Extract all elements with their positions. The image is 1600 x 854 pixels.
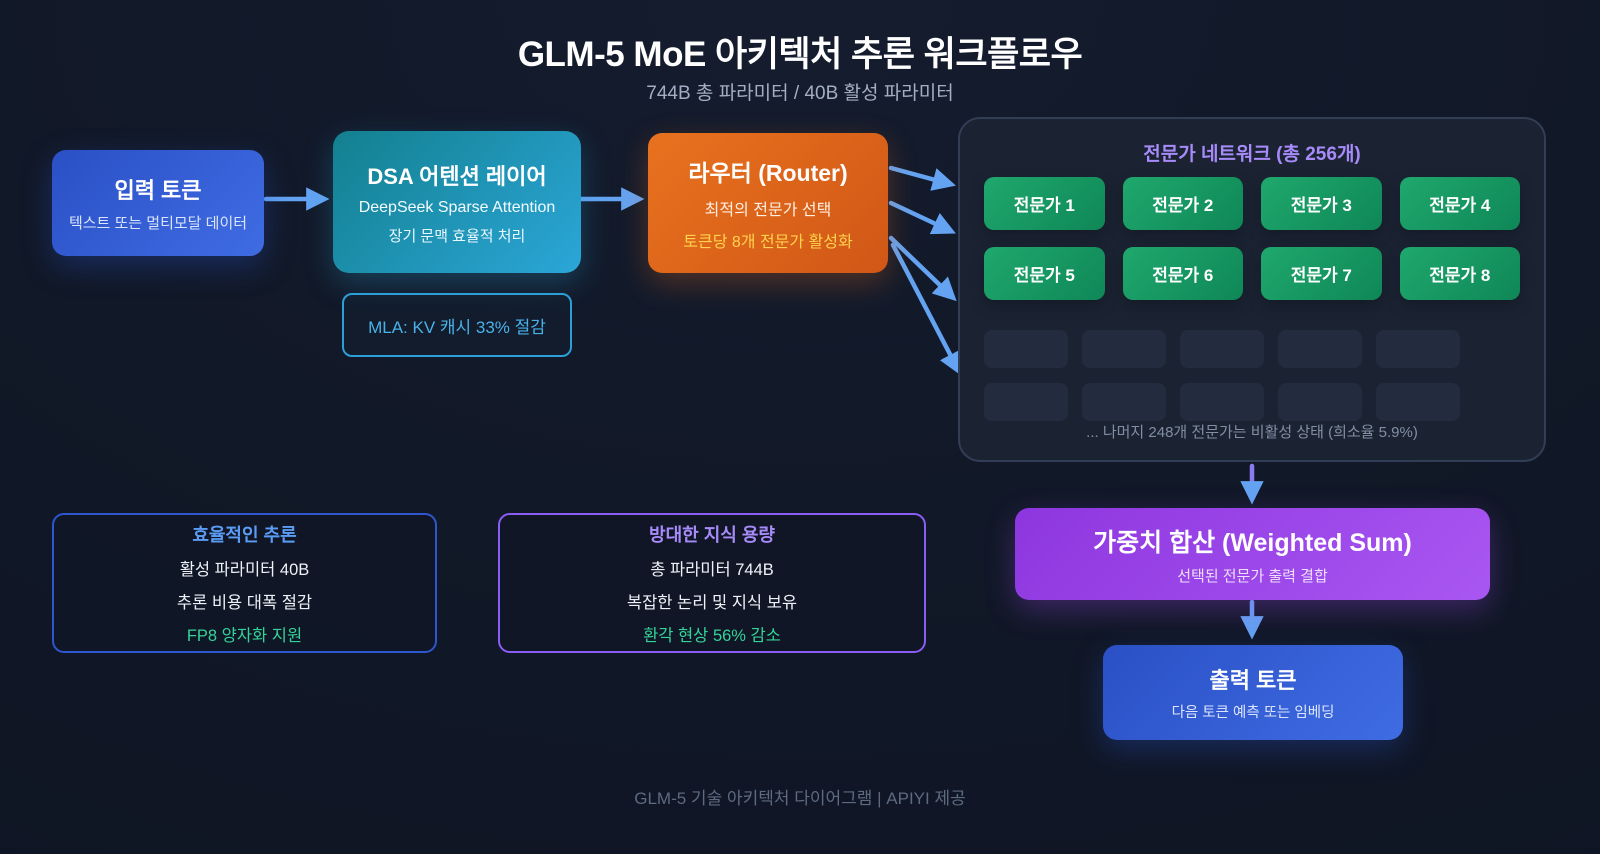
router-title: 라우터 (Router) xyxy=(688,160,848,186)
info-card-efficient-inference: 효율적인 추론 활성 파라미터 40B 추론 비용 대폭 절감 FP8 양자화 … xyxy=(52,513,437,653)
arrow-router-to-experts-3 xyxy=(888,235,957,302)
info-card-1-highlight: FP8 양자화 지원 xyxy=(186,626,303,645)
inactive-expert-box xyxy=(1278,330,1362,368)
info-card-2-line1: 총 파라미터 744B xyxy=(650,560,774,579)
router-line1: 최적의 전문가 선택 xyxy=(704,202,832,219)
input-token-node: 입력 토큰 텍스트 또는 멀티모달 데이터 xyxy=(52,150,264,256)
input-token-subtitle: 텍스트 또는 멀티모달 데이터 xyxy=(68,215,248,232)
arrow-router-to-experts-2 xyxy=(888,200,956,235)
arrow-router-to-experts-1 xyxy=(888,165,956,191)
weighted-sum-title: 가중치 합산 (Weighted Sum) xyxy=(1093,528,1412,557)
mla-cache-note-text: MLA: KV 캐시 33% 절감 xyxy=(368,317,546,337)
expert-grid: 전문가 1 전문가 2 전문가 3 전문가 4 전문가 5 전문가 6 전문가 … xyxy=(984,177,1520,300)
weighted-sum-subtitle: 선택된 전문가 출력 결합 xyxy=(1177,567,1328,585)
inactive-expert-box xyxy=(1180,383,1264,421)
info-card-2-line2: 복잡한 논리 및 지식 보유 xyxy=(626,593,798,612)
inactive-expert-box xyxy=(1180,330,1264,368)
expert-box-3: 전문가 3 xyxy=(1261,177,1382,230)
inactive-expert-row-1 xyxy=(984,330,1460,368)
dsa-attention-title: DSA 어텐션 레이어 xyxy=(367,163,547,189)
expert-box-7: 전문가 7 xyxy=(1261,247,1382,300)
dsa-attention-line1: DeepSeek Sparse Attention xyxy=(358,198,556,216)
input-token-title: 입력 토큰 xyxy=(114,178,202,203)
inactive-expert-box xyxy=(1376,383,1460,421)
mla-cache-note: MLA: KV 캐시 33% 절감 xyxy=(342,293,572,357)
inactive-expert-box xyxy=(984,383,1068,421)
info-card-1-title: 효율적인 추론 xyxy=(192,524,297,545)
inactive-expert-box xyxy=(1278,383,1362,421)
inactive-experts-note: ... 나머지 248개 전문가는 비활성 상태 (희소율 5.9%) xyxy=(1086,424,1418,441)
expert-network-title: 전문가 네트워크 (총 256개) xyxy=(1143,144,1361,165)
dsa-attention-line2: 장기 문맥 효율적 처리 xyxy=(388,227,526,245)
inactive-expert-box xyxy=(1082,330,1166,368)
info-card-2-highlight: 환각 현상 56% 감소 xyxy=(643,626,781,645)
inactive-expert-box xyxy=(1376,330,1460,368)
weighted-sum-node: 가중치 합산 (Weighted Sum) 선택된 전문가 출력 결합 xyxy=(1015,508,1490,600)
inactive-expert-box xyxy=(984,330,1068,368)
inactive-expert-row-2 xyxy=(984,383,1460,421)
router-line2: 토큰당 8개 전문가 활성화 xyxy=(683,234,853,251)
page-subtitle: 744B 총 파라미터 / 40B 활성 파라미터 xyxy=(646,83,954,104)
expert-box-6: 전문가 6 xyxy=(1122,247,1243,300)
output-token-node: 출력 토큰 다음 토큰 예측 또는 임베딩 xyxy=(1103,645,1403,740)
info-card-1-line2: 추론 비용 대폭 절감 xyxy=(176,593,313,612)
arrow-router-to-experts-4 xyxy=(890,242,962,376)
expert-box-2: 전문가 2 xyxy=(1122,177,1243,230)
inactive-expert-box xyxy=(1082,383,1166,421)
expert-box-5: 전문가 5 xyxy=(984,247,1105,300)
info-card-knowledge-capacity: 방대한 지식 용량 총 파라미터 744B 복잡한 논리 및 지식 보유 환각 … xyxy=(498,513,926,653)
page-title: GLM-5 MoE 아키텍처 추론 워크플로우 xyxy=(517,35,1083,74)
footer-caption: GLM-5 기술 아키텍처 다이어그램 | APIYI 제공 xyxy=(634,789,966,808)
router-node: 라우터 (Router) 최적의 전문가 선택 토큰당 8개 전문가 활성화 xyxy=(648,133,888,273)
expert-box-1: 전문가 1 xyxy=(984,177,1105,230)
expert-network-panel: 전문가 네트워크 (총 256개) 전문가 1 전문가 2 전문가 3 전문가 … xyxy=(958,117,1546,462)
dsa-attention-node: DSA 어텐션 레이어 DeepSeek Sparse Attention 장기… xyxy=(333,131,581,273)
info-card-2-title: 방대한 지식 용량 xyxy=(649,524,775,545)
output-token-subtitle: 다음 토큰 예측 또는 임베딩 xyxy=(1171,705,1335,721)
expert-box-4: 전문가 4 xyxy=(1399,177,1520,230)
expert-box-8: 전문가 8 xyxy=(1399,247,1520,300)
output-token-title: 출력 토큰 xyxy=(1209,668,1297,693)
info-card-1-line1: 활성 파라미터 40B xyxy=(179,560,310,579)
